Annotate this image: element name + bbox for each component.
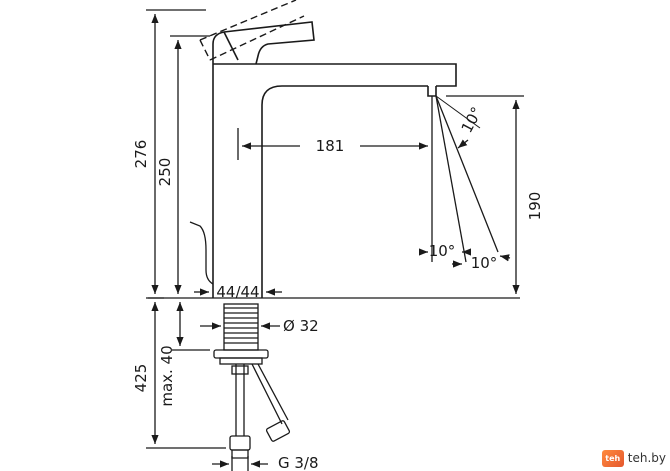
label-angle-right: 10° xyxy=(471,254,498,272)
dim-line-g38 xyxy=(212,456,268,471)
supply-hoses xyxy=(229,363,291,459)
label-max-40: max. 40 xyxy=(158,345,176,406)
watermark-logo-icon: teh xyxy=(601,449,624,467)
spray-angle-lines xyxy=(418,95,511,268)
handle-alt-position xyxy=(199,0,305,61)
lever-handle xyxy=(212,21,315,65)
label-diameter-32: Ø 32 xyxy=(283,317,319,335)
label-190: 190 xyxy=(526,192,544,221)
threaded-shank xyxy=(213,303,269,365)
label-425: 425 xyxy=(132,364,150,393)
label-angle-left: 10° xyxy=(429,242,456,260)
faucet-body xyxy=(212,63,457,298)
label-angle-top: 10° xyxy=(458,104,486,136)
label-181: 181 xyxy=(316,137,345,155)
dim-line-181 xyxy=(237,96,433,262)
watermark: teh teh.by xyxy=(601,448,666,468)
label-g-3-8: G 3/8 xyxy=(278,454,319,471)
dim-line-425 xyxy=(146,302,226,449)
dim-line-max40 xyxy=(172,302,210,351)
label-250: 250 xyxy=(156,158,174,187)
watermark-text: teh.by xyxy=(627,451,666,465)
label-276: 276 xyxy=(132,140,150,169)
label-44-44: 44/44 xyxy=(216,283,259,301)
dim-line-276 xyxy=(146,9,206,299)
dim-line-250 xyxy=(170,35,210,294)
dim-line-190 xyxy=(446,95,524,294)
popup-rod xyxy=(189,221,214,285)
